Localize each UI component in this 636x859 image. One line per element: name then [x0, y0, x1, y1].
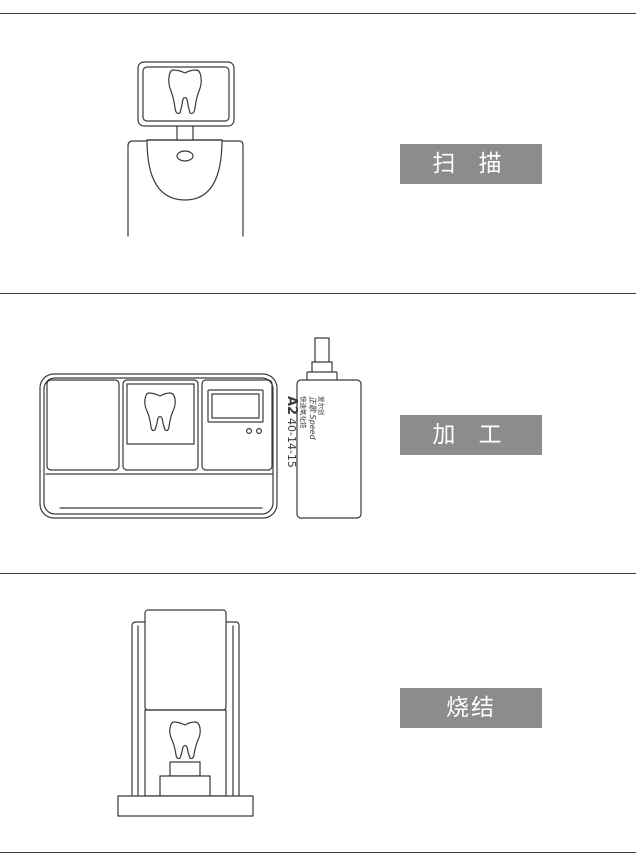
step-label: 扫 描	[400, 144, 542, 184]
block-product: 正歌 Speed	[308, 396, 317, 441]
divider-top	[0, 13, 636, 14]
divider-bottom	[0, 852, 636, 853]
step-sintering: 烧结	[0, 574, 636, 852]
scanner-icon	[127, 61, 244, 237]
divider-2	[0, 573, 636, 574]
step-label: 加 工	[400, 415, 542, 455]
block-material: 快速氧化锆	[299, 396, 308, 429]
block-shade: A2	[284, 396, 299, 415]
block-size: 40-14-15	[285, 418, 298, 468]
step-scan: 扫 描	[0, 14, 636, 293]
divider-1	[0, 293, 636, 294]
sintering-furnace-icon	[117, 609, 254, 817]
block-brand: 爱尔创	[317, 396, 326, 416]
milling-machine-icon: 爱尔创 正歌 Speed 快速氧化锆 A2 40-14-15	[39, 337, 362, 519]
step-machining: 爱尔创 正歌 Speed 快速氧化锆 A2 40-14-15 加 工	[0, 294, 636, 573]
step-label: 烧结	[400, 688, 542, 728]
